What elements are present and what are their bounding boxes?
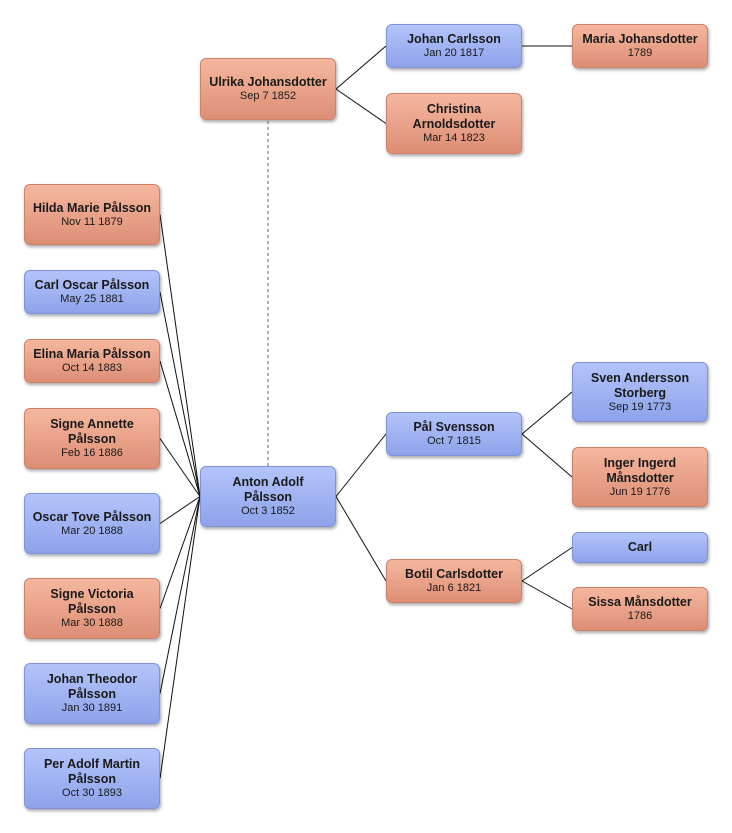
parent-link — [521, 547, 573, 582]
person-date: Jan 30 1891 — [61, 702, 123, 714]
person-node-inger-ingerd[interactable]: Inger Ingerd Månsdotter Jun 19 1776 — [572, 447, 708, 507]
person-node-botil-carlsdotter[interactable]: Botil Carlsdotter Jan 6 1821 — [386, 559, 522, 603]
person-node-ulrika-johansdotter[interactable]: Ulrika Johansdotter Sep 7 1852 — [200, 58, 336, 120]
person-name: Oscar Tove Pålsson — [32, 509, 152, 524]
person-name: Johan Theodor Pålsson — [46, 672, 138, 701]
person-node-johan-carlsson[interactable]: Johan Carlsson Jan 20 1817 — [386, 24, 522, 68]
person-date: Feb 16 1886 — [61, 447, 123, 459]
person-date: Jun 19 1776 — [609, 485, 671, 498]
person-name: Signe Annette Pålsson — [50, 417, 134, 446]
child-link — [159, 496, 201, 779]
person-date: Sep 19 1773 — [608, 400, 672, 413]
person-node-anton-adolf[interactable]: Anton Adolf Pålsson Oct 3 1852 — [200, 466, 336, 527]
person-name: Sven Andersson Storberg — [590, 370, 690, 400]
person-name: Carl — [627, 540, 653, 554]
child-link — [159, 214, 201, 497]
person-node-johan-theodor[interactable]: Johan Theodor Pålsson Jan 30 1891 — [24, 663, 160, 724]
person-node-pal-svensson[interactable]: Pål Svensson Oct 7 1815 — [386, 412, 522, 456]
person-name: Ulrika Johansdotter — [209, 75, 327, 89]
person-node-christina-arnoldsdotter[interactable]: Christina Arnoldsdotter Mar 14 1823 — [386, 93, 522, 154]
person-node-elina-maria[interactable]: Elina Maria Pålsson Oct 14 1883 — [24, 339, 160, 383]
person-name: Christina Arnoldsdotter — [412, 102, 496, 131]
person-name: Johan Carlsson — [407, 32, 501, 46]
person-node-carl-oscar[interactable]: Carl Oscar Pålsson May 25 1881 — [24, 270, 160, 314]
person-node-per-adolf-martin[interactable]: Per Adolf Martin Pålsson Oct 30 1893 — [24, 748, 160, 809]
parent-link — [335, 496, 387, 582]
person-date: Jan 20 1817 — [423, 47, 485, 59]
person-node-sven-andersson[interactable]: Sven Andersson Storberg Sep 19 1773 — [572, 362, 708, 422]
person-node-signe-annette[interactable]: Signe Annette Pålsson Feb 16 1886 — [24, 408, 160, 469]
person-node-hilda-marie[interactable]: Hilda Marie Pålsson Nov 11 1879 — [24, 184, 160, 245]
parent-link — [335, 433, 387, 497]
person-name: Anton Adolf Pålsson — [232, 475, 304, 504]
person-name: Sissa Månsdotter — [588, 595, 692, 609]
person-node-signe-victoria[interactable]: Signe Victoria Pålsson Mar 30 1888 — [24, 578, 160, 639]
person-date: Jan 6 1821 — [426, 582, 482, 594]
person-date: Nov 11 1879 — [61, 215, 123, 228]
person-date: 1786 — [627, 610, 653, 622]
child-link — [159, 438, 201, 497]
person-date: 1789 — [627, 47, 653, 59]
child-link — [159, 496, 201, 609]
person-name: Per Adolf Martin Pålsson — [43, 757, 141, 786]
child-link — [159, 360, 201, 497]
person-date: Oct 30 1893 — [62, 787, 122, 799]
child-link — [159, 496, 201, 694]
person-name: Inger Ingerd Månsdotter — [603, 455, 677, 485]
person-name: Carl Oscar Pålsson — [34, 278, 150, 292]
person-name: Maria Johansdotter — [582, 32, 698, 46]
parent-link — [521, 433, 573, 478]
parent-link — [521, 391, 573, 435]
person-node-sissa-mansdotter[interactable]: Sissa Månsdotter 1786 — [572, 587, 708, 631]
person-date: Sep 7 1852 — [239, 90, 297, 102]
parent-link — [335, 88, 387, 124]
child-link — [159, 291, 201, 497]
person-name: Pål Svensson — [413, 420, 495, 434]
person-date: Oct 14 1883 — [62, 362, 122, 374]
person-date: Mar 14 1823 — [423, 132, 485, 144]
person-node-carl[interactable]: Carl — [572, 532, 708, 563]
person-node-maria-johansdotter[interactable]: Maria Johansdotter 1789 — [572, 24, 708, 68]
person-name: Signe Victoria Pålsson — [50, 587, 134, 616]
person-date: Mar 20 1888 — [61, 524, 123, 537]
person-name: Hilda Marie Pålsson — [32, 200, 152, 215]
person-node-oscar-tove[interactable]: Oscar Tove Pålsson Mar 20 1888 — [24, 493, 160, 554]
parent-link — [521, 580, 573, 610]
parent-link — [335, 45, 387, 90]
person-name: Botil Carlsdotter — [405, 567, 503, 581]
person-date: Oct 7 1815 — [427, 435, 481, 447]
child-link — [159, 496, 201, 524]
person-date: Mar 30 1888 — [61, 617, 123, 629]
person-date: Oct 3 1852 — [241, 505, 295, 517]
person-date: May 25 1881 — [60, 293, 124, 305]
person-name: Elina Maria Pålsson — [33, 347, 151, 361]
